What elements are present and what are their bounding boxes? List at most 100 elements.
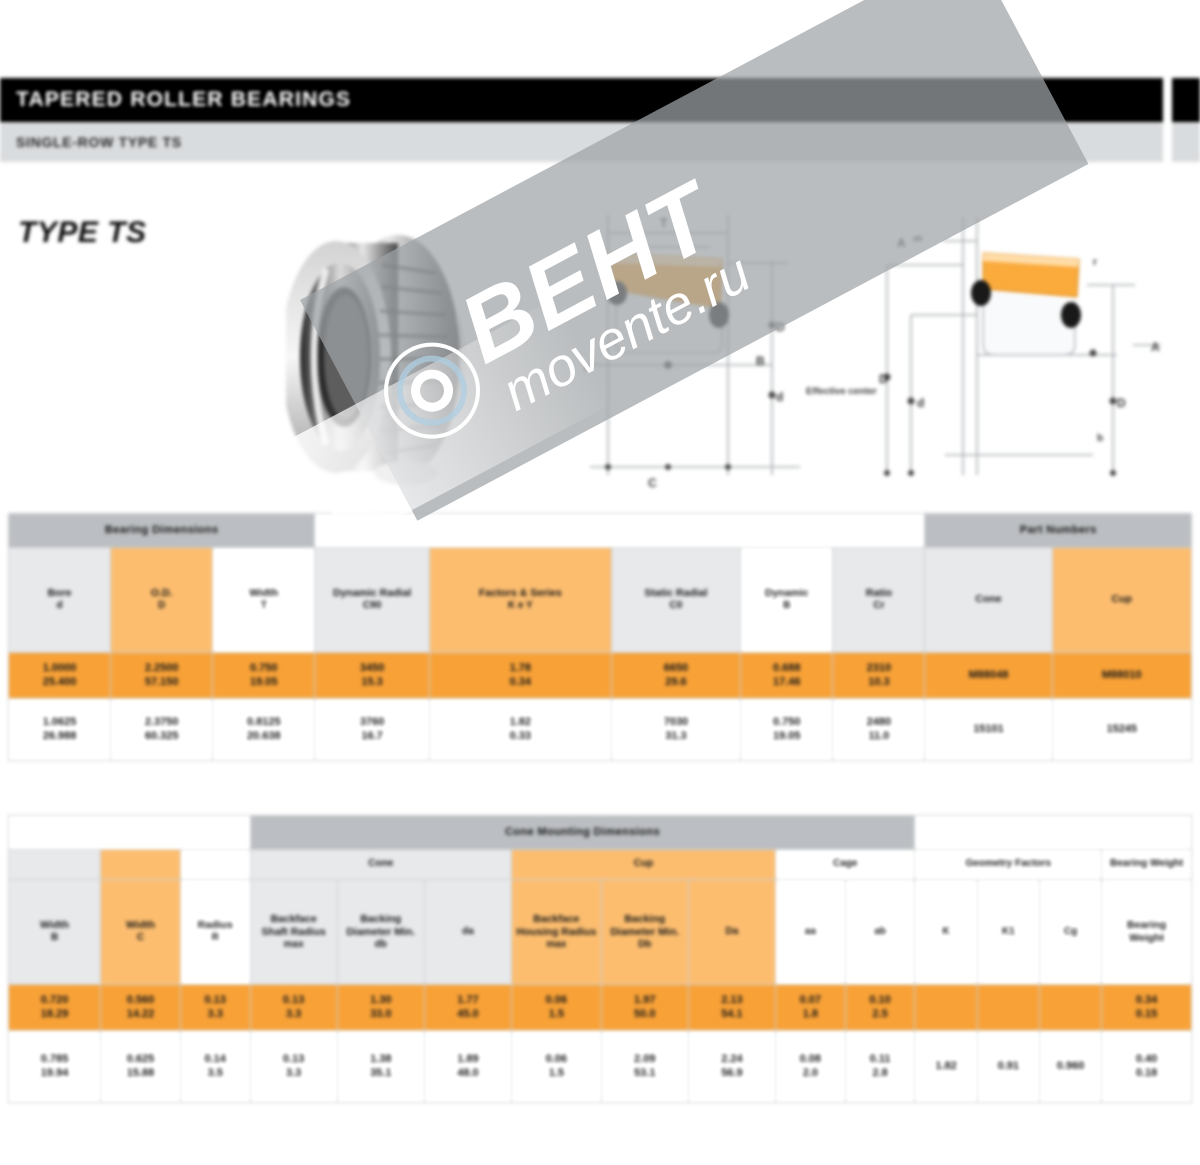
col-cone-db-min: Backing Diameter Min. db: [336, 879, 425, 985]
cell-value-kn: 29.6: [665, 675, 687, 688]
svg-text:d: d: [917, 396, 924, 410]
cell-od: 2.2500 57.150: [110, 652, 214, 699]
cell-cone-part: M88048: [924, 652, 1053, 699]
cell-value-e: 0.33: [509, 729, 531, 742]
lbl3: K1: [1001, 925, 1015, 937]
col-width-b: Width B: [7, 879, 102, 985]
cell-value-mm: 19.05: [250, 675, 278, 688]
col-width-c-label: Width: [125, 919, 156, 932]
v-mm: 3.3: [285, 1007, 302, 1020]
v-in: 1.38: [370, 1052, 392, 1065]
table2-column-header-row: Width B Width C Radius R Backface Shaft …: [7, 879, 1192, 985]
cell-factor-cg: [1038, 984, 1103, 1031]
v-lb: 0.34: [1135, 993, 1158, 1006]
cell-value-lbf: 7030: [663, 715, 689, 728]
lbl3: Cg: [1063, 925, 1078, 937]
col-cup-da-max: Da: [687, 879, 776, 985]
col-bore-label: Bore: [47, 587, 72, 600]
table2-group-header-row: Cone Mounting Dimensions: [8, 815, 1192, 850]
col-factor-k1: K1: [976, 879, 1040, 985]
col-factor-k: K: [914, 879, 978, 985]
col-radius-r: Radius R: [179, 879, 251, 985]
cell-value-lbf: 2310: [866, 661, 892, 674]
cell-value-mm: 20.638: [246, 729, 281, 742]
lbl3: aa: [804, 925, 816, 937]
svg-text:A: A: [897, 236, 906, 250]
v-in: 0.560: [126, 993, 155, 1006]
cell-value-k: 1.78: [509, 661, 531, 674]
bearing-dimensions-table: Bearing Dimensions Part Numbers Bore d O…: [7, 513, 1192, 761]
mounting-dimensions-table: Cone Mounting Dimensions Cone Cup Cage G…: [7, 815, 1192, 1103]
col-factors-symbols: K e Y: [507, 600, 533, 612]
svg-text:ab: ab: [913, 234, 922, 243]
cell-value-in: 0.750: [250, 661, 278, 674]
sub-blank-c: [100, 849, 181, 880]
cell-od: 2.3750 60.325: [110, 698, 214, 761]
subgroup-cup: Cup: [511, 849, 776, 880]
table-row[interactable]: 1.0625 26.988 2.3750 60.325 0.8125 20.63…: [7, 698, 1192, 761]
v-mm: 14.22: [126, 1007, 155, 1020]
v-in: 0.625: [126, 1052, 155, 1065]
col-cup-backface-radius: Backface Housing Radius max: [511, 879, 602, 985]
cell-ratio: 2310 10.3: [832, 652, 926, 699]
v-mm: 56.9: [721, 1066, 743, 1079]
v-in: 0.13: [204, 993, 226, 1006]
cell-dynamic: 3760 16.7: [314, 698, 430, 761]
v-lb: 0.40: [1135, 1052, 1158, 1065]
sub-blank-b: [7, 849, 102, 880]
v-in: 2.09: [634, 1052, 656, 1065]
v-in: 1.30: [370, 993, 392, 1006]
svg-text:r: r: [1093, 257, 1097, 268]
v-mm: 45.0: [457, 1007, 479, 1020]
cell-bore: 1.0625 26.988: [7, 698, 112, 761]
v-mm: 1.5: [548, 1007, 564, 1020]
cell-static: 6650 29.6: [610, 652, 742, 699]
lbl2: Diameter Min.: [346, 925, 416, 938]
cell-value-in: 0.750: [773, 715, 801, 728]
subgroup-bearing-weight: Bearing Weight: [1101, 849, 1192, 880]
v-in: 2.13: [721, 993, 743, 1006]
cell-value-lbf: 3450: [359, 661, 385, 674]
v-in: 1.97: [634, 993, 656, 1006]
cell-factors: 1.82 0.33: [428, 698, 612, 761]
col-width-c: Width C: [100, 879, 181, 985]
subgroup-cage: Cage: [774, 849, 916, 880]
lbl3: max: [283, 938, 304, 950]
cell-factor-k1: [976, 984, 1040, 1031]
col-cone-da-max: da: [423, 879, 513, 985]
col-cage-aa: aa: [774, 879, 846, 985]
v-mm: 33.0: [370, 1007, 392, 1020]
lbl3: ab: [874, 925, 886, 937]
v-mm: 2.5: [872, 1007, 888, 1020]
cell-factor-k: 1.82: [914, 1030, 978, 1103]
col-dynamic-rating-label: Dynamic Radial: [333, 587, 412, 600]
cell-factor-cg: 0.960: [1038, 1030, 1103, 1103]
lbl1: Backface: [270, 912, 317, 925]
cell-factors: 1.78 0.34: [428, 652, 612, 699]
page-header-bar: TAPERED ROLLER BEARINGS: [0, 78, 1163, 122]
col-cone-backface-radius: Backface Shaft Radius max: [249, 879, 338, 985]
v-in: 0.07: [799, 993, 822, 1006]
svg-text:D: D: [879, 372, 888, 386]
col-dynamic-b-label: Dynamic: [764, 587, 809, 600]
page-subheader-tab: [1172, 122, 1200, 162]
v-in: 1.77: [457, 993, 479, 1006]
v-mm: 48.0: [457, 1066, 479, 1079]
col-width-b-symbol: B: [50, 932, 59, 944]
svg-text:D: D: [1117, 396, 1126, 410]
v-mm: 35.1: [370, 1066, 392, 1079]
table-row[interactable]: 1.0000 25.400 2.2500 57.150 0.750 19.05 …: [7, 652, 1192, 699]
col-dynamic-b-symbol: B: [783, 600, 791, 612]
v-mm: 2.8: [872, 1066, 888, 1079]
group-blank-left: [8, 815, 251, 850]
cell-value-lbf: 2480: [866, 715, 892, 728]
